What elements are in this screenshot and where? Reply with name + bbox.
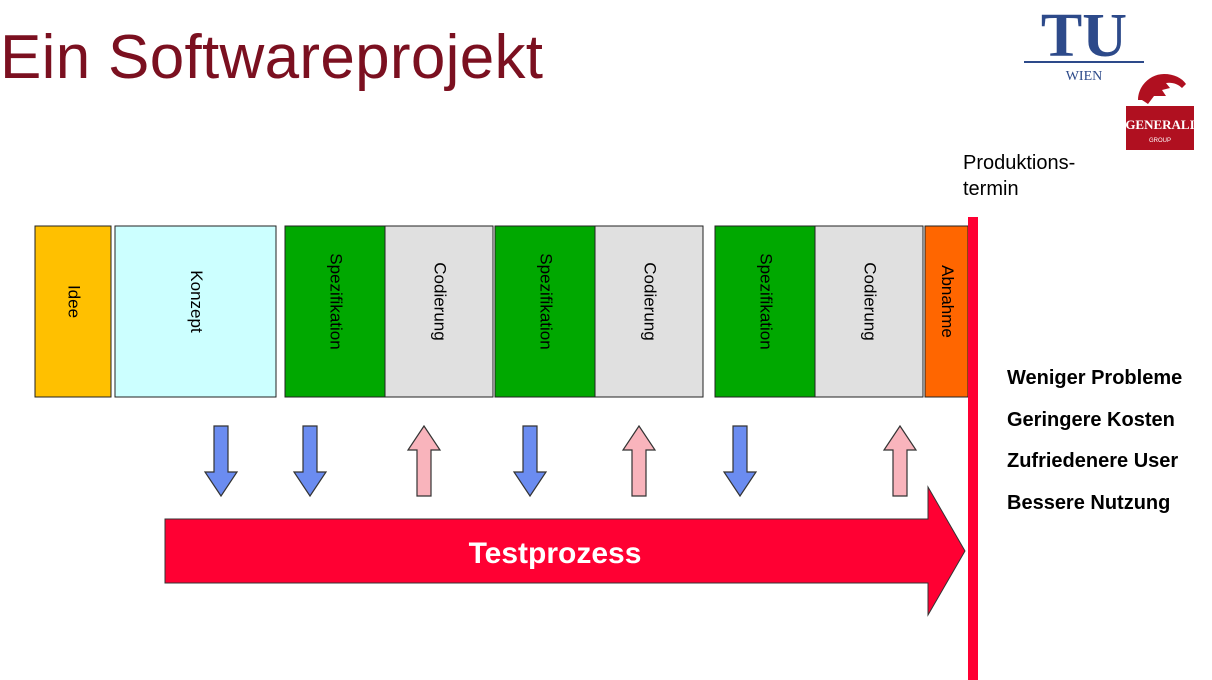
generali-logo-sub: GROUP xyxy=(1149,138,1171,144)
arrow-down-icon xyxy=(512,425,548,498)
slide-title: Ein Softwareprojekt xyxy=(0,23,544,92)
production-label-line1: Produktions- xyxy=(963,152,1076,174)
lion-icon xyxy=(1138,74,1186,104)
phase-label: Codierung xyxy=(861,262,880,340)
phase-box: Spezifikation xyxy=(714,225,816,398)
phase-box-fill xyxy=(384,225,494,398)
feedback-arrows xyxy=(203,424,918,498)
production-deadline-label: Produktions- termin xyxy=(963,150,1075,202)
arrow-down-icon xyxy=(292,425,328,498)
phase-box-fill xyxy=(284,225,386,398)
benefit-item: Bessere Nutzung xyxy=(1007,491,1171,514)
test-process-label: Testprozess xyxy=(469,537,642,570)
generali-logo: GENERALI GROUP xyxy=(1125,74,1195,150)
phase-label: Spezifikation xyxy=(757,253,776,349)
phase-box-fill xyxy=(34,225,112,398)
test-process-arrow: Testprozess xyxy=(164,485,966,617)
phase-label: Idee xyxy=(65,285,84,318)
benefit-item: Geringere Kosten xyxy=(1007,408,1175,431)
phase-box: Spezifikation xyxy=(284,225,386,398)
phase-label: Spezifikation xyxy=(537,253,556,349)
phase-box-fill xyxy=(714,225,816,398)
phase-box-fill xyxy=(114,225,277,398)
phase-label: Codierung xyxy=(641,262,660,340)
phase-box: Codierung xyxy=(594,225,704,398)
test-process-arrow-shape xyxy=(164,485,966,617)
benefit-item: Weniger Probleme xyxy=(1007,367,1183,389)
phase-box: Konzept xyxy=(114,225,277,398)
phase-box-fill xyxy=(494,225,596,398)
tu-logo-text: TU xyxy=(1041,4,1127,70)
benefits-list: Weniger Probleme Geringere Kosten Zufrie… xyxy=(1007,364,1182,530)
generali-logo-text: GENERALI xyxy=(1125,117,1194,132)
tu-wien-logo: TU WIEN xyxy=(1022,4,1146,84)
phase-box: Spezifikation xyxy=(494,225,596,398)
phase-label: Spezifikation xyxy=(327,253,346,349)
arrow-up-icon xyxy=(621,424,657,497)
benefit-item: Zufriedenere User xyxy=(1007,450,1179,472)
phase-box: Codierung xyxy=(384,225,494,398)
phase-bar: Idee Konzept Spezifikation Codierung Spezifi… xyxy=(34,225,969,398)
arrow-down-icon xyxy=(722,425,758,498)
phase-box: Codierung xyxy=(814,225,924,398)
tu-logo-sub: WIEN xyxy=(1066,69,1103,84)
phase-box: Abnahme xyxy=(924,225,969,398)
arrow-down-icon xyxy=(203,425,239,498)
phase-box-fill xyxy=(814,225,924,398)
arrow-up-icon xyxy=(882,424,918,497)
production-label-line2: termin xyxy=(963,178,1019,200)
phase-box: Idee xyxy=(34,225,112,398)
arrow-up-icon xyxy=(406,424,442,497)
phase-box-fill xyxy=(594,225,704,398)
phase-box-fill xyxy=(924,225,969,398)
production-deadline-line xyxy=(968,217,978,680)
phase-label: Abnahme xyxy=(938,265,957,338)
phase-label: Konzept xyxy=(187,270,206,333)
phase-label: Codierung xyxy=(431,262,450,340)
